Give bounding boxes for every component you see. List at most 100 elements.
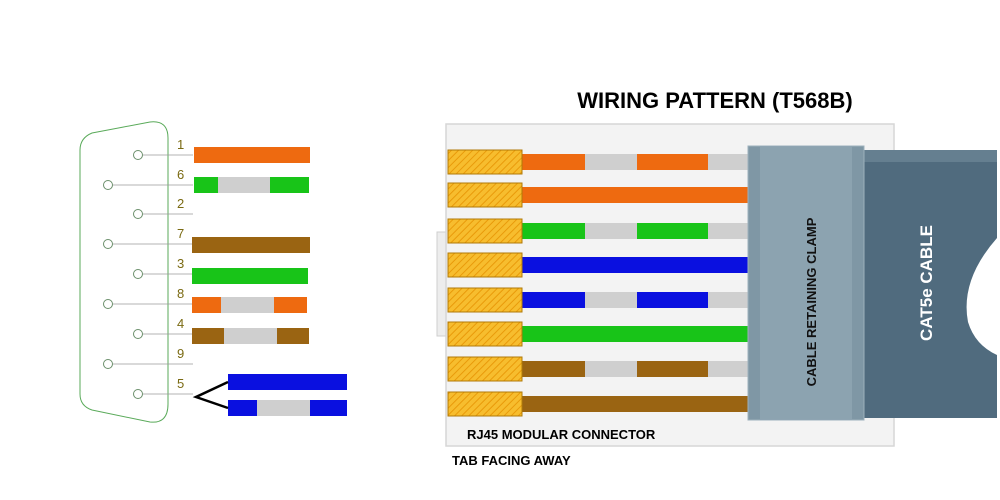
gold-contact [447, 356, 523, 382]
wire-segment [228, 400, 257, 416]
pin-circle [133, 269, 143, 279]
wire-segment [585, 361, 637, 377]
wire-segment [637, 223, 708, 239]
pin-number: 4 [177, 316, 184, 331]
pin-circle [133, 389, 143, 399]
pin-number: 7 [177, 226, 184, 241]
gold-contact [447, 287, 523, 313]
wire-white-green [194, 177, 309, 193]
db9-connector: 1 6 2 7 3 8 4 9 5 [79, 121, 347, 423]
cable-jacket [860, 150, 997, 418]
pin-circle [133, 329, 143, 339]
wire-segment [522, 257, 748, 273]
wire-segment [194, 147, 310, 163]
wire-brown [522, 396, 748, 412]
wire-segment [522, 292, 585, 308]
clamp-band [760, 146, 852, 420]
wire-segment [585, 154, 637, 170]
wire-segment [192, 237, 310, 253]
rj45-pin-4 [447, 252, 523, 278]
db9-pin-3: 3 [133, 256, 193, 279]
wire-segment [708, 154, 748, 170]
wire-segment [192, 328, 224, 344]
wire-green [522, 326, 748, 342]
cable-label: CAT5e CABLE [917, 225, 936, 341]
wire-segment [221, 297, 274, 313]
tab-facing-label: TAB FACING AWAY [452, 453, 571, 468]
wire-segment [585, 223, 637, 239]
wire-white-orange [192, 297, 307, 313]
wire-segment [522, 187, 748, 203]
wire-brown [192, 237, 310, 253]
wire-segment [194, 177, 218, 193]
wire-segment [522, 396, 748, 412]
gold-contact [447, 321, 523, 347]
wire-blue [522, 257, 748, 273]
wire-segment [522, 154, 585, 170]
rj45-pin-5 [447, 287, 523, 313]
pin-number: 8 [177, 286, 184, 301]
wire-segment [708, 223, 748, 239]
wire-segment [522, 223, 585, 239]
pin-number: 9 [177, 346, 184, 361]
pin5-split-connector [192, 380, 229, 410]
pin-circle [103, 299, 113, 309]
rj45-pin-6 [447, 321, 523, 347]
wire-segment [192, 297, 221, 313]
pin-number: 2 [177, 196, 184, 211]
gold-contact [447, 252, 523, 278]
wire-segment [522, 326, 748, 342]
cat5e-cable: CAT5e CABLE [860, 150, 997, 418]
db9-pin-6: 6 [103, 167, 193, 190]
wire-white-orange [522, 154, 748, 170]
wire-segment [637, 292, 708, 308]
pin-number: 5 [177, 376, 184, 391]
gold-contact [447, 182, 523, 208]
wire-segment [270, 177, 309, 193]
wire-white-blue [228, 400, 347, 416]
db9-pin-2: 2 [133, 196, 193, 219]
wire-segment [708, 292, 748, 308]
wire-segment [585, 292, 637, 308]
rj45-pin-2 [447, 182, 523, 208]
wire-blue [228, 374, 347, 390]
pin-number: 1 [177, 137, 184, 152]
db9-pin-5: 5 [133, 376, 193, 399]
pin-circle [103, 359, 113, 369]
wire-segment [277, 328, 309, 344]
wire-segment [637, 154, 708, 170]
wire-segment [637, 361, 708, 377]
rj45-pin-1 [447, 149, 523, 175]
gold-contact [447, 391, 523, 417]
pin-circle [133, 209, 143, 219]
clamp-label: CABLE RETAINING CLAMP [804, 217, 819, 386]
wire-segment [228, 374, 347, 390]
wire-segment [218, 177, 270, 193]
rj45-connector-label: RJ45 MODULAR CONNECTOR [467, 427, 656, 442]
wire-white-brown [192, 328, 309, 344]
wire-green [192, 268, 308, 284]
wire-segment [224, 328, 277, 344]
wire-segment [522, 361, 585, 377]
wire-white-green [522, 223, 748, 239]
rj45-pin-3 [447, 218, 523, 244]
cable-retaining-clamp: CABLE RETAINING CLAMP [747, 145, 865, 421]
pin-circle [103, 239, 113, 249]
wire-orange [194, 147, 310, 163]
wire-white-blue [522, 292, 748, 308]
diagram-title: WIRING PATTERN (T568B) [577, 88, 852, 113]
rj45-pin-8 [447, 391, 523, 417]
wire-segment [192, 268, 308, 284]
wire-segment [310, 400, 347, 416]
wire-orange [522, 187, 748, 203]
db9-pin-4: 4 [133, 316, 193, 339]
gold-contact [447, 218, 523, 244]
db9-pin-8: 8 [103, 286, 193, 309]
pin-circle [103, 180, 113, 190]
pin-number: 3 [177, 256, 184, 271]
wire-white-brown [522, 361, 748, 377]
cable-jacket-highlight [860, 150, 997, 162]
wire-segment [708, 361, 748, 377]
db9-pin-1: 1 [133, 137, 193, 160]
